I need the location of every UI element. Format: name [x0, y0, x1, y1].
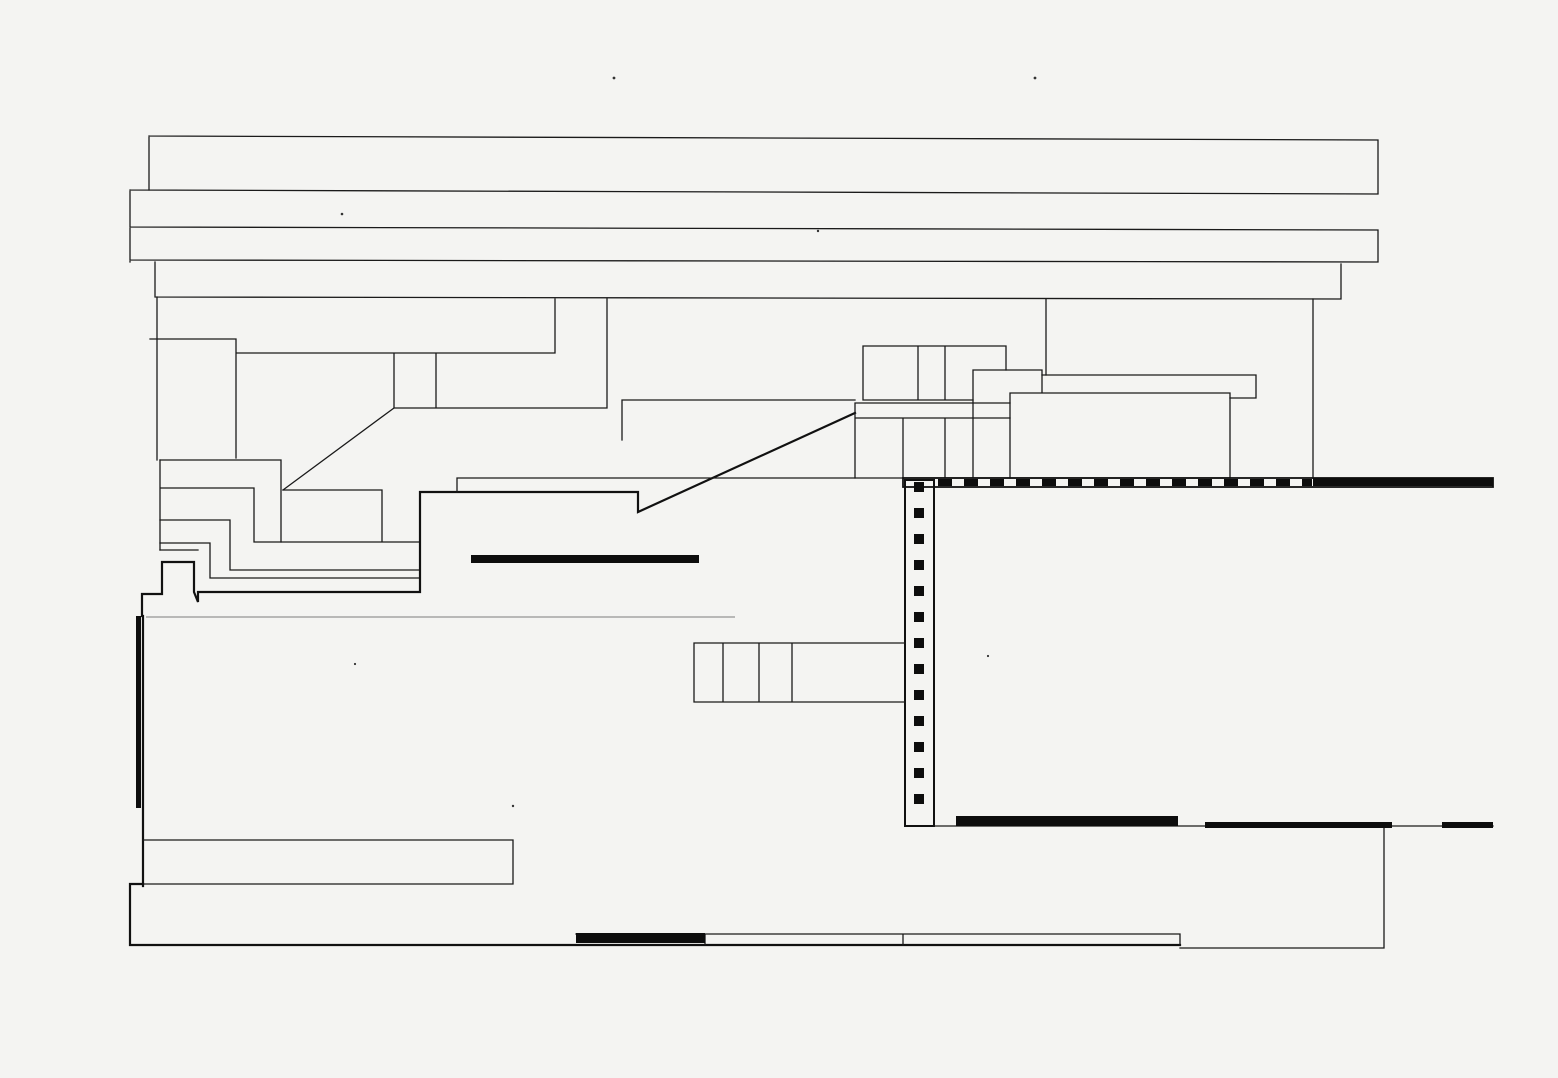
south-wall-segment-3: [1442, 822, 1493, 828]
lower-walls: [128, 816, 1494, 949]
step-2: [159, 459, 421, 551]
diagonal-ramp-left: [282, 407, 395, 491]
colonnade-horizontal: [902, 477, 1494, 488]
block-d: [1041, 374, 1257, 399]
vertical-columns: [914, 482, 924, 804]
colonnade-columns: [938, 479, 1312, 486]
top-band: [148, 135, 1379, 194]
center-upper-box: [621, 399, 856, 441]
vertical-colonnade-rail: [904, 479, 935, 827]
block-c: [972, 369, 1231, 479]
block-a: [862, 345, 1007, 401]
east-solid-wall: [1313, 478, 1493, 486]
west-solid-wall: [136, 616, 141, 808]
bench-box: [142, 839, 514, 885]
mid-ledge: [456, 477, 856, 493]
central-blocks: [854, 298, 1314, 479]
colonnade-vertical: [904, 479, 935, 827]
upper-left-block: [149, 298, 608, 459]
interior-bar-wall: [471, 555, 699, 563]
left-stepped-structure: [140, 296, 857, 618]
step-1: [159, 459, 282, 543]
base-outline: [128, 882, 1182, 947]
base-solid-wall: [576, 933, 705, 943]
second-band: [129, 189, 1379, 263]
step-3: [159, 519, 421, 579]
block-b: [854, 402, 1231, 479]
interior: [136, 555, 906, 888]
upper-bands: [129, 135, 1379, 300]
south-wall-segment-2: [1205, 822, 1392, 828]
south-wall-segment-1: [956, 816, 1178, 826]
stair-box: [693, 642, 906, 703]
right-tall-box: [1045, 298, 1314, 479]
third-band: [154, 261, 1342, 300]
paper-specks: [340, 76, 1037, 808]
stepped-edge-main: [140, 411, 857, 618]
